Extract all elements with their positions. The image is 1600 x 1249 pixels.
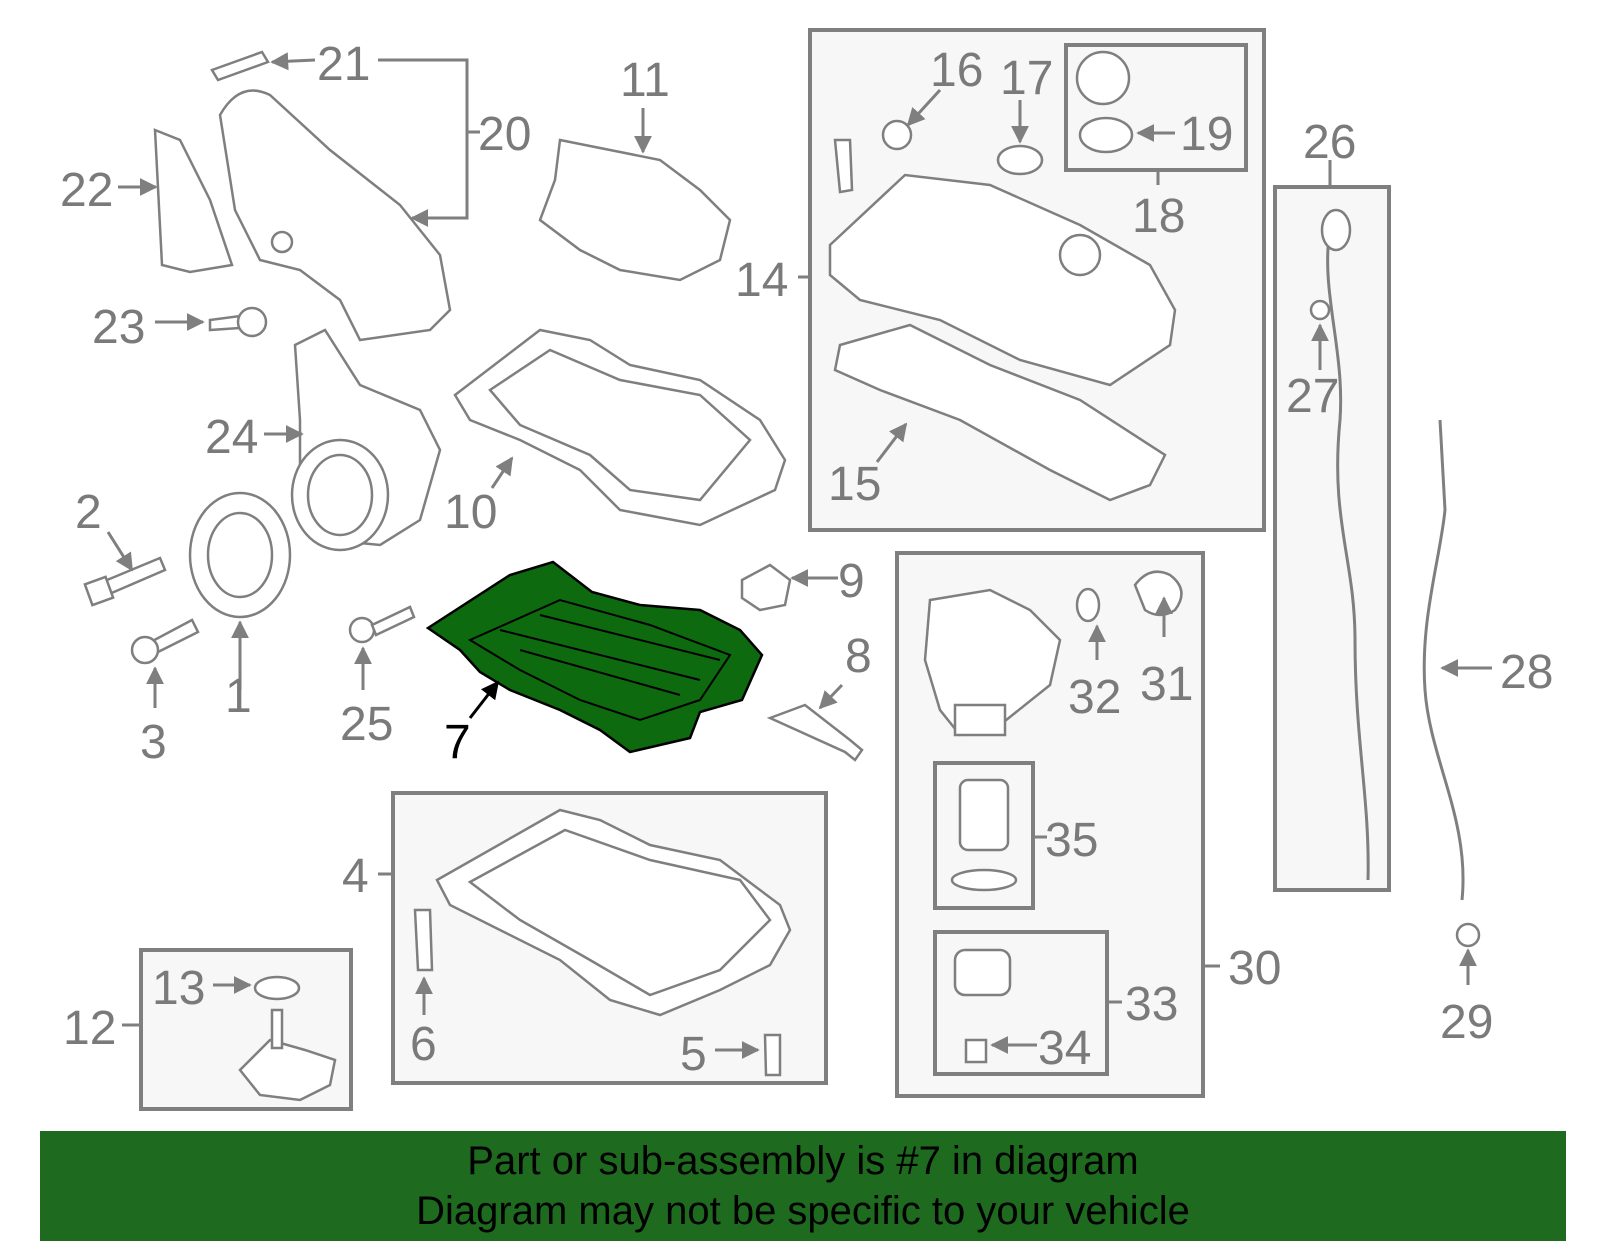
part-23-head <box>236 306 268 338</box>
part-4-rim <box>467 828 772 997</box>
part-5-bolt <box>763 1033 782 1077</box>
callout-13: 13 <box>152 962 205 1015</box>
callout-24: 24 <box>205 411 258 464</box>
part-34-plug <box>964 1038 988 1064</box>
info-banner: Part or sub-assembly is #7 in diagram Di… <box>40 1131 1566 1241</box>
part-12-stem <box>270 1008 284 1050</box>
part-18-cap <box>1075 50 1131 106</box>
part-27-ring <box>1309 299 1331 321</box>
part-1-pulley-inner <box>206 511 274 599</box>
part-26-dipstick <box>1326 229 1370 881</box>
callout-29: 29 <box>1440 996 1493 1049</box>
callout-28: 28 <box>1500 646 1553 699</box>
part-16-plug <box>881 119 913 151</box>
part-17-ring <box>996 144 1044 176</box>
callout-31: 31 <box>1140 658 1193 711</box>
callout-21: 21 <box>317 38 370 91</box>
part-11-manifold <box>538 138 732 282</box>
part-35-filter <box>958 778 1010 852</box>
group-box-26 <box>1273 185 1391 892</box>
callout-27: 27 <box>1286 370 1339 423</box>
part-20-timing-cover <box>218 89 452 342</box>
part-15-gasket <box>833 323 1167 502</box>
callout-4: 4 <box>342 850 369 903</box>
callout-7: 7 <box>444 716 471 769</box>
part-3-head <box>130 635 160 665</box>
callout-8: 8 <box>845 630 872 683</box>
callout-15: 15 <box>828 458 881 511</box>
part-28-tube <box>1422 419 1465 901</box>
part-9-sensor <box>740 563 792 612</box>
callout-33: 33 <box>1125 978 1178 1031</box>
banner-line-2: Diagram may not be specific to your vehi… <box>416 1189 1190 1233</box>
part-30-housing <box>923 588 1062 737</box>
callout-16: 16 <box>930 44 983 97</box>
callout-3: 3 <box>140 716 167 769</box>
part-14-valve-cover <box>828 173 1177 387</box>
part-20-boss <box>270 230 294 254</box>
part-32-ring <box>1075 587 1101 623</box>
part-33-cap <box>953 948 1012 997</box>
callout-18: 18 <box>1132 190 1185 243</box>
part-35-oring <box>950 868 1018 892</box>
callout-14: 14 <box>735 254 788 307</box>
part-6-bolt <box>413 908 434 972</box>
part-2-head <box>83 575 115 607</box>
callout-10: 10 <box>444 486 497 539</box>
part-25-head <box>348 616 376 644</box>
callout-26: 26 <box>1303 116 1356 169</box>
part-10-rim <box>488 348 752 502</box>
part-23-bolt <box>208 314 242 332</box>
callout-5: 5 <box>680 1028 707 1081</box>
part-25-bolt <box>370 605 416 637</box>
leader-lines <box>106 52 1492 1059</box>
callout-6: 6 <box>410 1018 437 1071</box>
banner-line-1: Part or sub-assembly is #7 in diagram <box>467 1139 1139 1183</box>
callout-25: 25 <box>340 698 393 751</box>
part-8-strip <box>766 703 864 762</box>
callout-9: 9 <box>838 555 865 608</box>
callout-22: 22 <box>60 164 113 217</box>
callout-12: 12 <box>63 1002 116 1055</box>
part-21-gasket <box>210 50 270 82</box>
part-22-cover <box>153 128 234 274</box>
part-29-washer <box>1455 922 1481 948</box>
callout-35: 35 <box>1045 814 1098 867</box>
part-24-seal-inner <box>306 453 374 537</box>
callout-2: 2 <box>75 486 102 539</box>
part-13-oring <box>253 975 301 1001</box>
callout-23: 23 <box>92 301 145 354</box>
callout-1: 1 <box>225 670 252 723</box>
part-16-bolt <box>833 138 854 194</box>
callout-34: 34 <box>1038 1022 1091 1075</box>
callout-32: 32 <box>1068 671 1121 724</box>
callout-19: 19 <box>1180 108 1233 161</box>
callout-11: 11 <box>620 54 670 107</box>
callout-20: 20 <box>478 108 531 161</box>
callout-30: 30 <box>1228 942 1281 995</box>
part-30-outlet <box>953 703 1007 737</box>
part-7-highlighted-baffle <box>425 560 764 754</box>
part-19-seal <box>1078 116 1134 154</box>
callout-17: 17 <box>1000 52 1053 105</box>
part-26-handle <box>1320 208 1352 252</box>
part-14-cap <box>1058 233 1102 277</box>
